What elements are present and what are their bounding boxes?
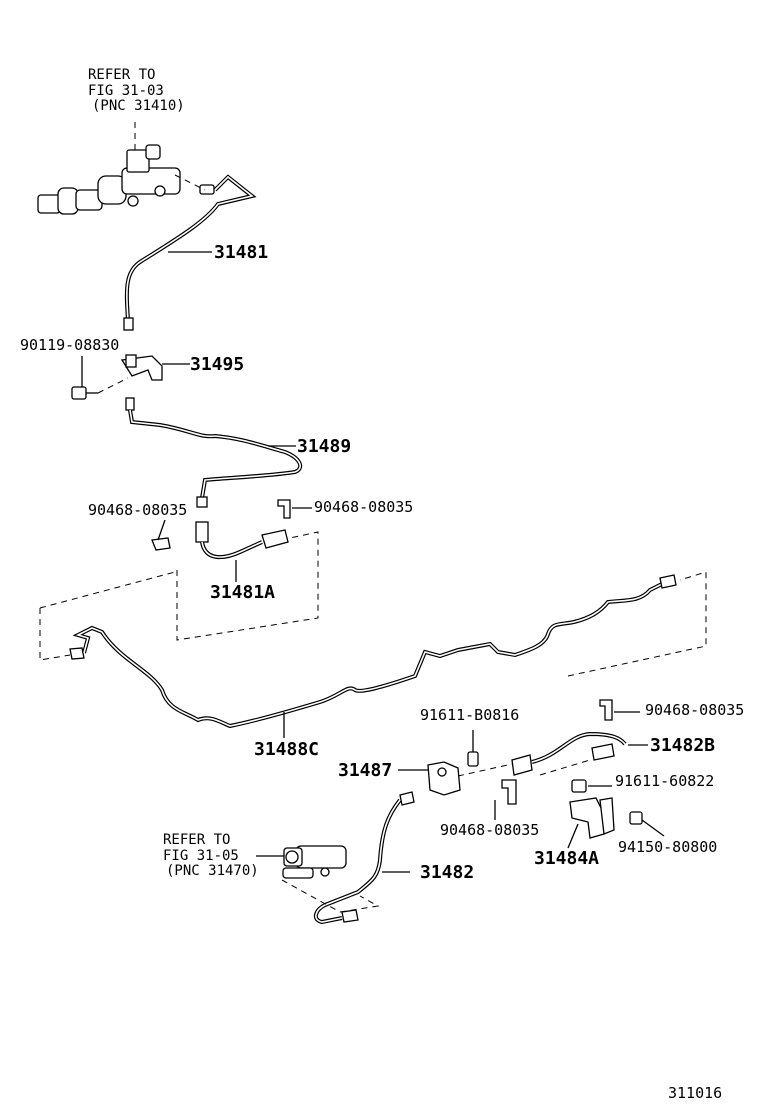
refer-top-line2: FIG 31-03 xyxy=(88,83,164,99)
clip-90468-08035-left xyxy=(151,537,171,551)
bolt-90119-08830 xyxy=(71,386,98,400)
label-91611-b0816: 91611-B0816 xyxy=(420,706,519,724)
label-31489: 31489 xyxy=(297,436,351,457)
bolt-91611-b0816 xyxy=(467,751,479,767)
release-cylinder xyxy=(282,845,347,879)
label-31482b: 31482B xyxy=(650,735,715,756)
label-90119-08830: 90119-08830 xyxy=(20,336,119,354)
clip-90468-08035-lower xyxy=(501,779,517,805)
pipe-31481 xyxy=(123,174,257,331)
bracket-31484a xyxy=(569,797,615,839)
refer-top-line1: REFER TO xyxy=(88,67,155,83)
refer-bottom-line3: (PNC 31470) xyxy=(166,863,259,879)
label-91611-60822: 91611-60822 xyxy=(615,772,714,790)
label-31482: 31482 xyxy=(420,862,474,883)
label-31481a: 31481A xyxy=(210,582,275,603)
refer-top-line3: (PNC 31410) xyxy=(92,98,185,114)
pipe-31489 xyxy=(125,397,303,508)
pipe-31488c xyxy=(69,574,677,729)
nut-94150-80800 xyxy=(629,811,643,825)
label-90468-08035-c: 90468-08035 xyxy=(645,701,744,719)
pipe-31482 xyxy=(313,791,415,925)
figure-number: 311016 xyxy=(668,1084,722,1102)
bracket-31495 xyxy=(120,354,163,381)
hose-31481a xyxy=(195,521,289,560)
hose-31482b xyxy=(511,731,627,776)
label-94150-80800: 94150-80800 xyxy=(618,838,717,856)
label-90468-08035-b: 90468-08035 xyxy=(314,498,413,516)
label-90468-08035-a: 90468-08035 xyxy=(88,501,187,519)
clip-90468-08035-right xyxy=(277,499,291,519)
label-31487: 31487 xyxy=(338,760,392,781)
refer-bottom-line2: FIG 31-05 xyxy=(163,848,239,864)
label-90468-08035-d: 90468-08035 xyxy=(440,821,539,839)
label-31481: 31481 xyxy=(214,242,268,263)
clip-90468-08035-upper-right xyxy=(599,699,613,721)
master-cylinder xyxy=(37,144,215,215)
bolt-91611-60822 xyxy=(571,779,587,793)
refer-bottom-line1: REFER TO xyxy=(163,832,230,848)
bracket-31487 xyxy=(427,761,461,796)
label-31488c: 31488C xyxy=(254,739,319,760)
label-31484a: 31484A xyxy=(534,848,599,869)
label-31495: 31495 xyxy=(190,354,244,375)
